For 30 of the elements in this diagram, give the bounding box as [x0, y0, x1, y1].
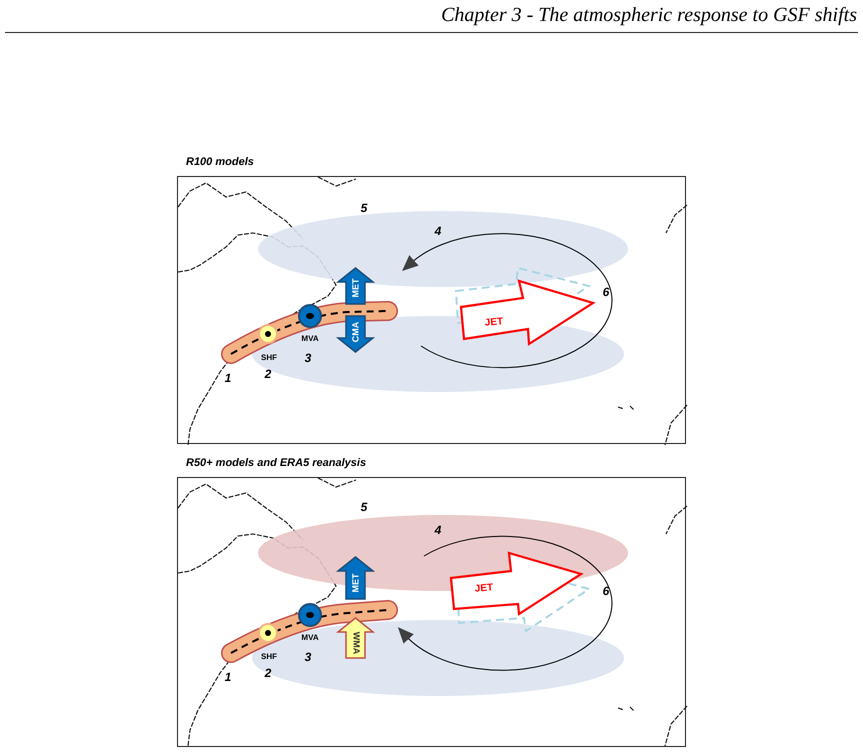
arrow-label: JET [484, 317, 504, 329]
region-number: 5 [360, 501, 368, 513]
arrow-label: MET [351, 278, 360, 298]
marker-label: SHF [261, 354, 277, 362]
region-number: 4 [434, 225, 442, 237]
arrow-label: WMA [351, 632, 360, 654]
region-number: 2 [264, 667, 272, 679]
region-number: 3 [304, 352, 312, 364]
region-number: 1 [224, 671, 232, 683]
up-arrow [338, 557, 373, 599]
region-number: 1 [224, 372, 232, 384]
region-number: 3 [304, 651, 312, 663]
down-arrow [338, 316, 373, 352]
running-header: Chapter 3 - The atmospheric response to GSF shifts [441, 4, 857, 27]
up-arrow [338, 268, 373, 304]
jet-arrow [458, 277, 598, 349]
arrow-label: MET [351, 574, 360, 592]
region-number: 2 [264, 368, 272, 380]
region-number: 5 [360, 202, 368, 214]
panel-title: R100 models [186, 156, 254, 168]
marker-label: SHF [261, 653, 277, 661]
marker-label: MVA [301, 335, 319, 343]
region-number: 4 [434, 524, 442, 536]
arrow-label: CMA [351, 322, 360, 342]
panel-title: R50+ models and ERA5 reanalysis [186, 457, 366, 469]
region-number: 6 [602, 286, 610, 298]
arrow-label: JET [474, 583, 494, 595]
up-arrow [338, 618, 373, 658]
region-number: 6 [602, 585, 610, 597]
marker-label: MVA [301, 634, 319, 642]
